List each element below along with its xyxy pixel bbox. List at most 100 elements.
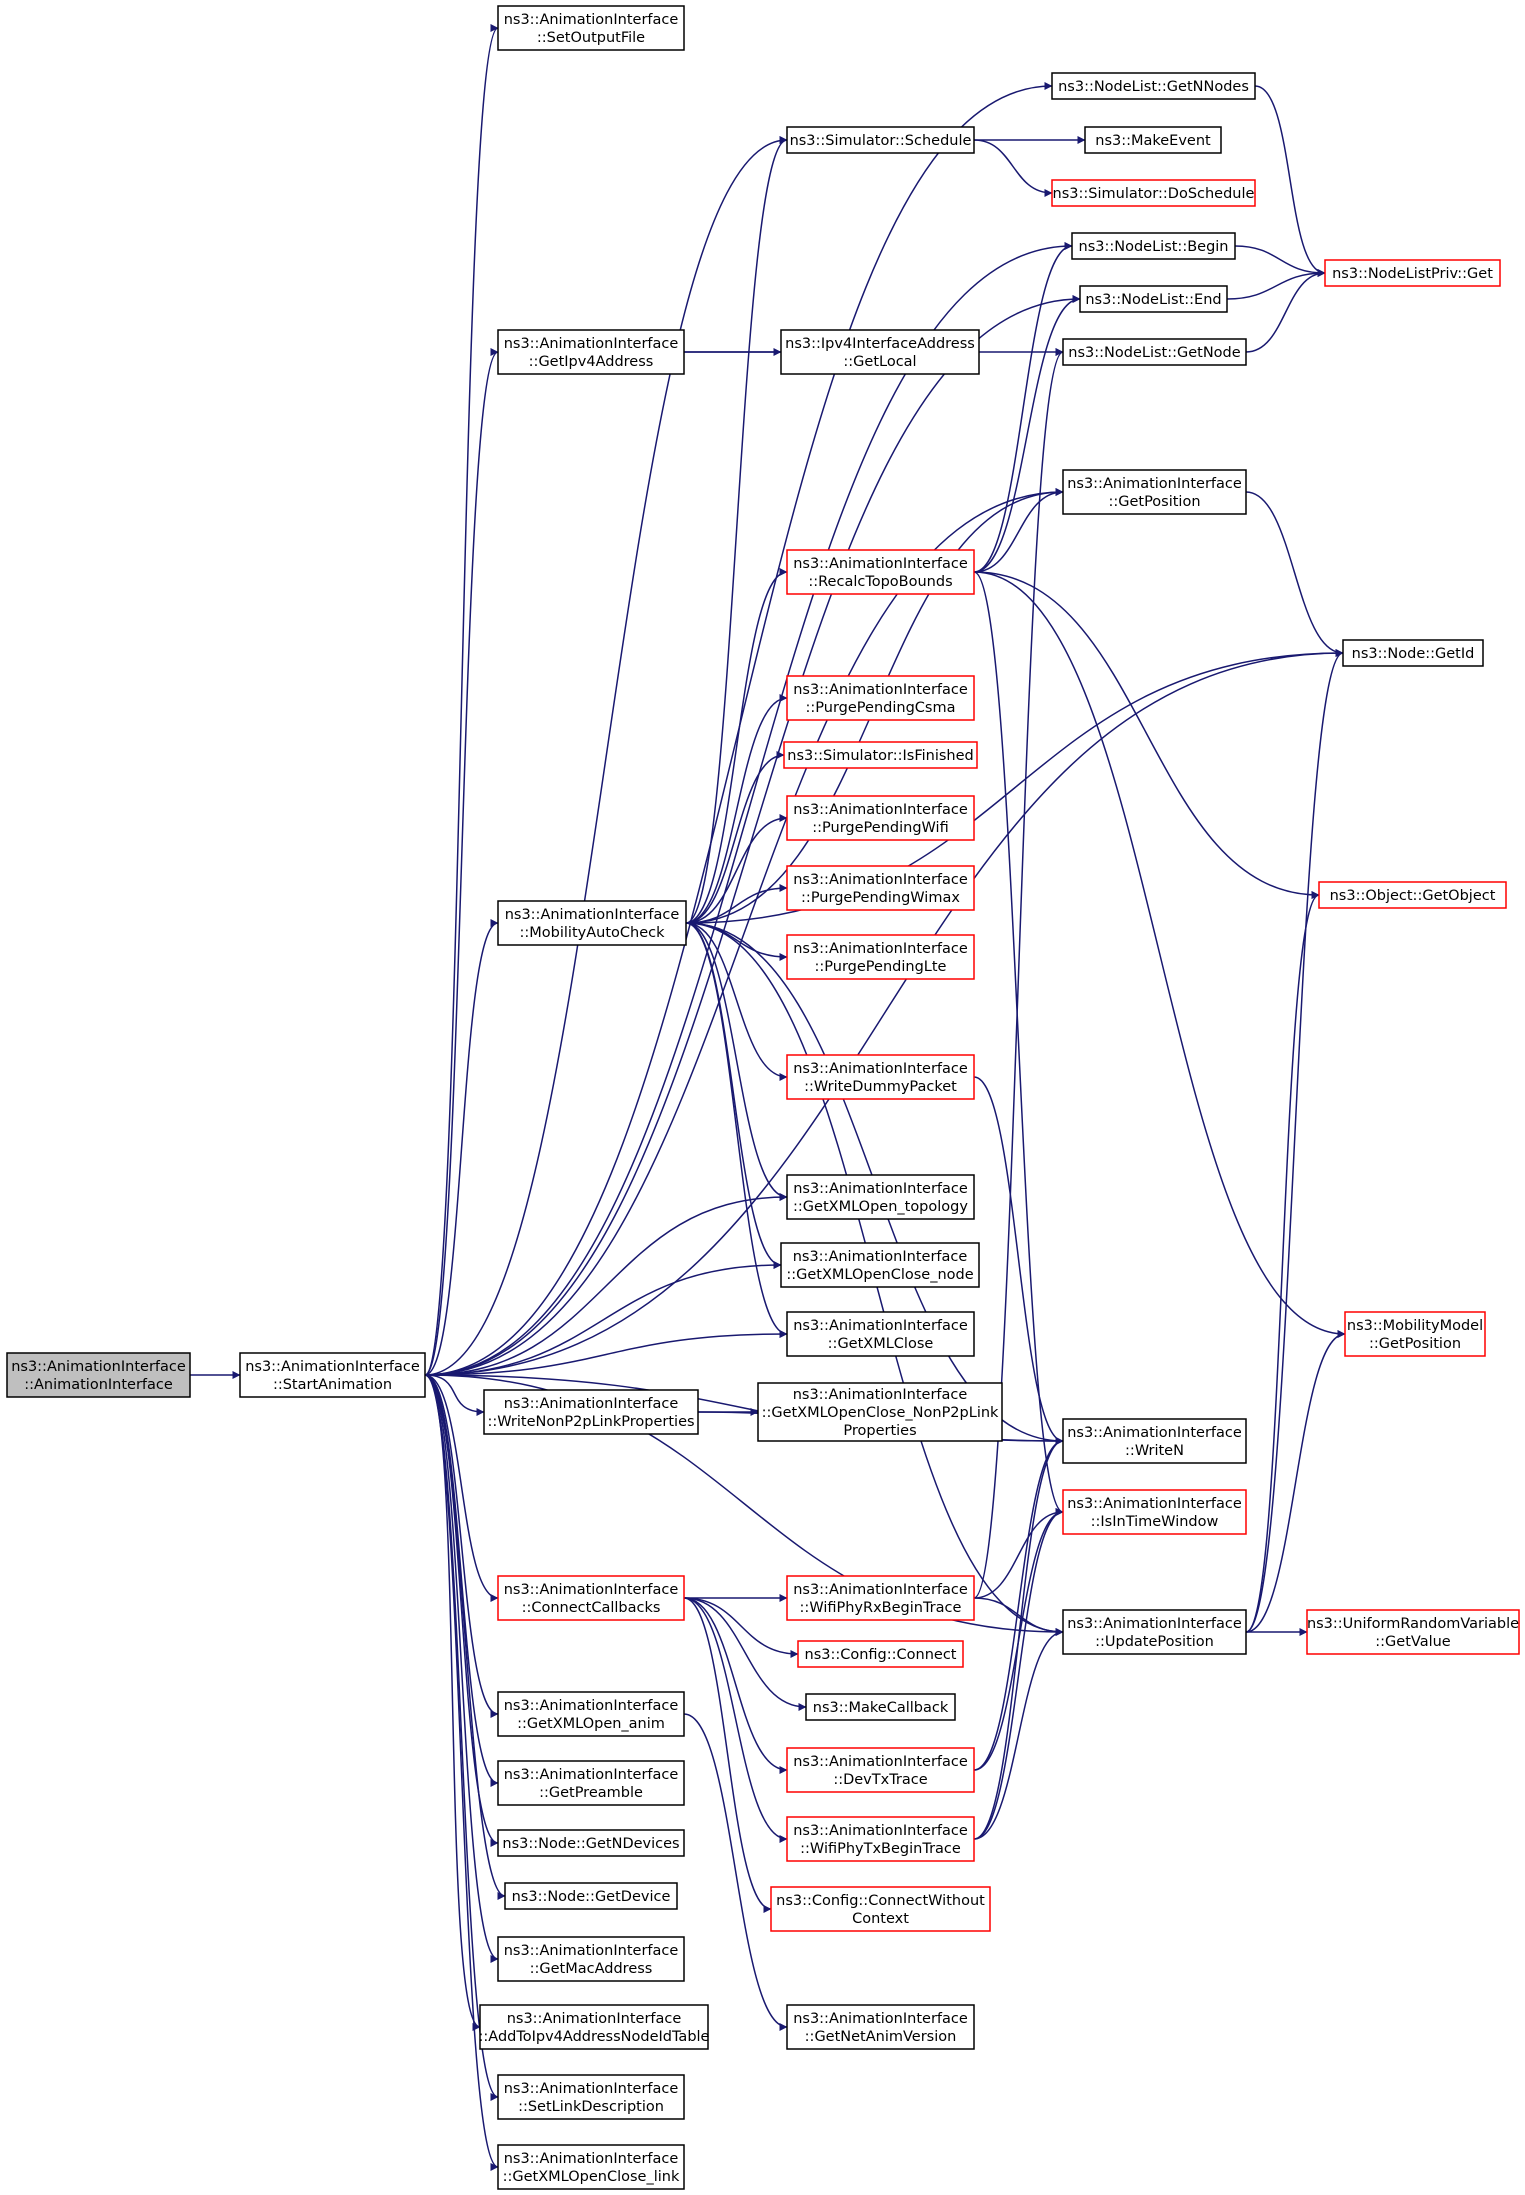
graph-node-start-animation[interactable]: ns3::AnimationInterface::StartAnimation bbox=[239, 1352, 426, 1398]
graph-node-uniform-get-value[interactable]: ns3::UniformRandomVariable::GetValue bbox=[1306, 1609, 1520, 1655]
edge-start-animation-to-connect-callbacks bbox=[424, 1374, 499, 1602]
graph-node-xml-openclose-nonp2p[interactable]: ns3::AnimationInterface::GetXMLOpenClose… bbox=[757, 1382, 1003, 1442]
graph-node-write-n[interactable]: ns3::AnimationInterface::WriteN bbox=[1062, 1418, 1247, 1464]
graph-node-simulator-isfinished[interactable]: ns3::Simulator::IsFinished bbox=[783, 741, 978, 769]
node-label-line: ::PurgePendingWifi bbox=[812, 820, 948, 836]
edge-nodelist-begin-to-nodelistpriv-get bbox=[1234, 245, 1326, 277]
edge-update-position-to-node-getid bbox=[1245, 649, 1344, 1633]
graph-node-node-getndevices[interactable]: ns3::Node::GetNDevices bbox=[497, 1829, 685, 1857]
graph-node-simulator-schedule[interactable]: ns3::Simulator::Schedule bbox=[786, 126, 975, 154]
edge-simulator-schedule-to-simulator-doschedule bbox=[973, 139, 1053, 197]
graph-node-get-mac-address[interactable]: ns3::AnimationInterface::GetMacAddress bbox=[497, 1936, 685, 1982]
edge-xml-open-anim-to-get-netanim-version bbox=[683, 1713, 788, 2031]
edge-dev-tx-trace-to-write-n bbox=[973, 1437, 1064, 1771]
graph-node-config-connect[interactable]: ns3::Config::Connect bbox=[797, 1640, 964, 1668]
graph-node-purge-csma[interactable]: ns3::AnimationInterface::PurgePendingCsm… bbox=[786, 675, 975, 721]
graph-node-xml-close[interactable]: ns3::AnimationInterface::GetXMLClose bbox=[786, 1311, 975, 1357]
node-box bbox=[1306, 1609, 1520, 1655]
graph-node-node-getid[interactable]: ns3::Node::GetId bbox=[1342, 639, 1484, 667]
graph-node-dev-tx-trace[interactable]: ns3::AnimationInterface::DevTxTrace bbox=[786, 1747, 975, 1793]
node-label-line: ::DevTxTrace bbox=[833, 1772, 927, 1788]
edge-mobility-auto-check-to-simulator-schedule bbox=[685, 136, 788, 924]
node-label-line: ns3::AnimationInterface bbox=[504, 336, 679, 352]
graph-node-add-ipv4-table[interactable]: ns3::AnimationInterface::AddToIpv4Addres… bbox=[479, 2004, 710, 2050]
node-box bbox=[497, 329, 685, 375]
edge-wifi-tx-begin-to-update-position bbox=[973, 1628, 1064, 1840]
node-box bbox=[786, 1747, 975, 1793]
edge-update-position-to-object-getobject bbox=[1245, 891, 1320, 1633]
node-label-line: ::WifiPhyRxBeginTrace bbox=[800, 1600, 962, 1616]
graph-node-node-getdevice[interactable]: ns3::Node::GetDevice bbox=[504, 1882, 678, 1910]
graph-node-get-netanim-version[interactable]: ns3::AnimationInterface::GetNetAnimVersi… bbox=[786, 2004, 975, 2050]
graph-node-wifi-tx-begin[interactable]: ns3::AnimationInterface::WifiPhyTxBeginT… bbox=[786, 1816, 975, 1862]
node-box bbox=[497, 900, 687, 946]
graph-node-purge-lte[interactable]: ns3::AnimationInterface::PurgePendingLte bbox=[786, 934, 975, 980]
node-box bbox=[786, 126, 975, 154]
node-label-line: ns3::AnimationInterface bbox=[793, 682, 968, 698]
node-label-line: ns3::AnimationInterface bbox=[245, 1359, 420, 1375]
node-box bbox=[6, 1352, 191, 1398]
node-box bbox=[786, 549, 975, 595]
edge-wifi-rx-begin-to-update-position bbox=[973, 1597, 1064, 1636]
graph-node-object-getobject[interactable]: ns3::Object::GetObject bbox=[1318, 881, 1507, 909]
edge-wifi-tx-begin-to-is-in-time-window bbox=[973, 1508, 1064, 1840]
node-label-line: ns3::AnimationInterface bbox=[1067, 476, 1242, 492]
edge-wifi-rx-begin-to-is-in-time-window bbox=[973, 1508, 1064, 1599]
graph-node-set-output-file[interactable]: ns3::AnimationInterface::SetOutputFile bbox=[497, 5, 685, 51]
node-label-line: ns3::AnimationInterface bbox=[793, 1754, 968, 1770]
graph-node-ai-get-position[interactable]: ns3::AnimationInterface::GetPosition bbox=[1062, 469, 1247, 515]
node-box bbox=[770, 1886, 991, 1932]
graph-node-update-position[interactable]: ns3::AnimationInterface::UpdatePosition bbox=[1062, 1609, 1247, 1655]
edge-mobility-auto-check-to-xml-close bbox=[685, 922, 788, 1338]
graph-node-make-event[interactable]: ns3::MakeEvent bbox=[1084, 126, 1222, 154]
node-label-line: ::PurgePendingWimax bbox=[801, 890, 960, 906]
node-label-line: ns3::Node::GetId bbox=[1352, 646, 1475, 662]
graph-node-recalc-topo-bounds[interactable]: ns3::AnimationInterface::RecalcTopoBound… bbox=[786, 549, 975, 595]
graph-node-nodelistpriv-get[interactable]: ns3::NodeListPriv::Get bbox=[1324, 259, 1501, 287]
node-label-line: ns3::NodeList::Begin bbox=[1079, 239, 1229, 255]
node-box bbox=[783, 741, 978, 769]
node-box bbox=[497, 1575, 685, 1621]
graph-node-set-link-description[interactable]: ns3::AnimationInterface::SetLinkDescript… bbox=[497, 2074, 685, 2120]
graph-node-get-preamble[interactable]: ns3::AnimationInterface::GetPreamble bbox=[497, 1760, 685, 1806]
graph-node-xml-openclose-link[interactable]: ns3::AnimationInterface::GetXMLOpenClose… bbox=[497, 2144, 685, 2190]
graph-node-wifi-rx-begin[interactable]: ns3::AnimationInterface::WifiPhyRxBeginT… bbox=[786, 1575, 975, 1621]
graph-node-write-dummy-packet[interactable]: ns3::AnimationInterface::WriteDummyPacke… bbox=[786, 1054, 975, 1100]
node-label-line: ns3::MakeCallback bbox=[813, 1700, 949, 1716]
node-label-line: ns3::NodeList::GetNNodes bbox=[1058, 79, 1249, 95]
edge-start-animation-to-xml-openclose-link bbox=[424, 1374, 499, 2171]
node-label-line: ns3::MakeEvent bbox=[1095, 133, 1211, 149]
graph-node-simulator-doschedule[interactable]: ns3::Simulator::DoSchedule bbox=[1051, 179, 1256, 207]
node-label-line: ns3::AnimationInterface bbox=[793, 1318, 968, 1334]
node-box bbox=[1062, 1609, 1247, 1655]
graph-node-make-callback[interactable]: ns3::MakeCallback bbox=[805, 1693, 956, 1721]
graph-node-nodelist-begin[interactable]: ns3::NodeList::Begin bbox=[1071, 232, 1236, 260]
graph-node-ipv4-get-local[interactable]: ns3::Ipv4InterfaceAddress::GetLocal bbox=[780, 329, 980, 375]
graph-node-mobility-auto-check[interactable]: ns3::AnimationInterface::MobilityAutoChe… bbox=[497, 900, 687, 946]
graph-node-purge-wimax[interactable]: ns3::AnimationInterface::PurgePendingWim… bbox=[786, 865, 975, 911]
graph-node-xml-open-anim[interactable]: ns3::AnimationInterface::GetXMLOpen_anim bbox=[497, 1691, 685, 1737]
node-label-line: ns3::MobilityModel bbox=[1347, 1318, 1483, 1334]
node-box bbox=[1084, 126, 1222, 154]
graph-node-nodelist-getnode[interactable]: ns3::NodeList::GetNode bbox=[1062, 338, 1247, 366]
node-box bbox=[1062, 1418, 1247, 1464]
graph-node-xml-open-topology[interactable]: ns3::AnimationInterface::GetXMLOpen_topo… bbox=[786, 1174, 975, 1220]
graph-node-write-nonp2p[interactable]: ns3::AnimationInterface::WriteNonP2pLink… bbox=[483, 1389, 699, 1435]
graph-node-is-in-time-window[interactable]: ns3::AnimationInterface::IsInTimeWindow bbox=[1062, 1489, 1247, 1535]
node-label-line: ::GetXMLOpen_anim bbox=[517, 1716, 665, 1732]
node-box bbox=[805, 1693, 956, 1721]
node-label-line: Properties bbox=[843, 1423, 916, 1439]
node-label-line: ::UpdatePosition bbox=[1095, 1634, 1214, 1650]
graph-node-root[interactable]: ns3::AnimationInterface::AnimationInterf… bbox=[6, 1352, 191, 1398]
graph-node-purge-wifi[interactable]: ns3::AnimationInterface::PurgePendingWif… bbox=[786, 795, 975, 841]
graph-node-nodelist-end[interactable]: ns3::NodeList::End bbox=[1079, 285, 1228, 313]
node-label-line: ns3::AnimationInterface bbox=[793, 802, 968, 818]
graph-node-get-ipv4-address[interactable]: ns3::AnimationInterface::GetIpv4Address bbox=[497, 329, 685, 375]
graph-node-mobility-get-position[interactable]: ns3::MobilityModel::GetPosition bbox=[1344, 1311, 1486, 1357]
graph-node-nodelist-getnnodes[interactable]: ns3::NodeList::GetNNodes bbox=[1051, 72, 1256, 100]
graph-node-xml-openclose-node[interactable]: ns3::AnimationInterface::GetXMLOpenClose… bbox=[780, 1242, 980, 1288]
graph-node-connect-callbacks[interactable]: ns3::AnimationInterface::ConnectCallback… bbox=[497, 1575, 685, 1621]
node-box bbox=[786, 2004, 975, 2050]
